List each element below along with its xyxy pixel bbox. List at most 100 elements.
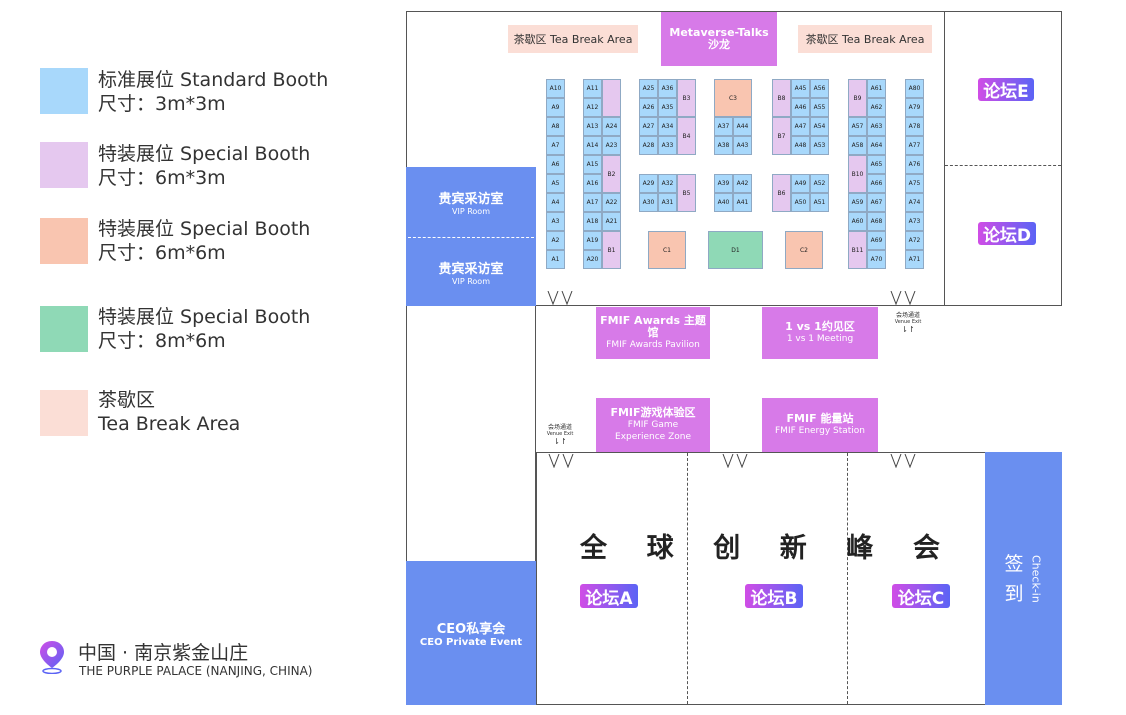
booth: A59 (848, 193, 867, 212)
vip-room-2: 贵宾采访室 VIP Room (406, 250, 536, 294)
summit-title: 全 球 创 新 峰 会 (580, 526, 940, 566)
booth: A38 (714, 136, 733, 155)
booth: A66 (867, 174, 886, 193)
game-en: FMIF Game (627, 420, 679, 430)
legend-label: 特装展位 Special Booth (98, 218, 311, 240)
booth: A51 (810, 193, 829, 212)
booth: A31 (658, 193, 677, 212)
checkin-cn: 签 (1004, 552, 1024, 575)
booth: A8 (546, 117, 565, 136)
summit-char: 会 (912, 533, 940, 564)
booth: A18 (583, 212, 602, 231)
game-en: Experience Zone (615, 432, 691, 442)
metaverse-title: Metaverse-Talks (669, 26, 769, 39)
booth: A65 (867, 155, 886, 174)
door-icon (547, 290, 573, 306)
legend-size: Tea Break Area (98, 413, 241, 435)
forum-d-label: 论坛D (978, 222, 1036, 246)
forum-b-label: 论坛B (745, 584, 803, 609)
summit-char: 全 (580, 533, 607, 564)
forum-e-label: 论坛E (978, 78, 1034, 102)
booth: A68 (867, 212, 886, 231)
metaverse-cn: 沙龙 (708, 38, 730, 51)
forum-a-label: 论坛A (580, 584, 638, 609)
booth: A54 (810, 117, 829, 136)
booth-special: C3 (714, 79, 752, 117)
booth: A13 (583, 117, 602, 136)
booth: A61 (867, 79, 886, 98)
location-cn: 中国 · 南京紫金山庄 (78, 642, 249, 664)
booth: A62 (867, 98, 886, 117)
divider (408, 237, 534, 238)
summit-hall (536, 452, 986, 705)
booth: A14 (583, 136, 602, 155)
booth: A52 (810, 174, 829, 193)
game-cn: FMIF游戏体验区 (610, 406, 696, 419)
divider (847, 453, 848, 704)
booth: A19 (583, 231, 602, 250)
booth-special: B3 (677, 79, 696, 117)
door-icon (548, 453, 574, 469)
booth-special: B4 (677, 117, 696, 155)
exit-en: Venue Exit (546, 431, 574, 437)
booth-special: B8 (772, 79, 791, 117)
booth-special: B5 (677, 174, 696, 212)
booth: A60 (848, 212, 867, 231)
legend-swatch-tea (40, 390, 88, 436)
booth: A23 (602, 136, 621, 155)
booth: A71 (905, 250, 924, 269)
booth: A35 (658, 98, 677, 117)
legend-label: 茶歇区 (98, 389, 156, 411)
booth: A47 (791, 117, 810, 136)
energy-station: FMIF 能量站 FMIF Energy Station (762, 398, 878, 452)
legend-size: 尺寸：3m*3m (98, 93, 226, 115)
booth: A63 (867, 117, 886, 136)
booth: A72 (905, 231, 924, 250)
metaverse-salon: Metaverse-Talks 沙龙 (661, 12, 777, 66)
booth: A76 (905, 155, 924, 174)
divider (945, 165, 1061, 166)
summit-char: 球 (646, 533, 674, 564)
booth-special-c2: C2 (785, 231, 823, 269)
booth-special: B11 (848, 231, 867, 269)
venue-exit-right: 会场通道 Venue Exit ⇂↾ (888, 312, 928, 334)
booth: A48 (791, 136, 810, 155)
ceo-en: CEO Private Event (419, 637, 523, 648)
booth: A32 (658, 174, 677, 193)
booth: A33 (658, 136, 677, 155)
location-en: THE PURPLE PALACE (NANJING, CHINA) (79, 664, 313, 678)
legend-swatch-special-6x6 (40, 218, 88, 264)
forum-c-label: 论坛C (892, 584, 950, 609)
booth: A16 (583, 174, 602, 193)
booth: A37 (714, 117, 733, 136)
exit-arrow-icon: ⇂↾ (553, 437, 567, 446)
booth: A28 (639, 136, 658, 155)
booth: A46 (791, 98, 810, 117)
booth: A43 (733, 136, 752, 155)
legend-swatch-special-8x6 (40, 306, 88, 352)
legend-swatch-special-6x3 (40, 142, 88, 188)
booth: A67 (867, 193, 886, 212)
legend-size: 尺寸：6m*6m (98, 242, 226, 264)
summit-char: 新 (779, 533, 807, 564)
vip-rooms (406, 167, 536, 306)
awards-pavilion: FMIF Awards 主题馆 FMIF Awards Pavilion (596, 307, 710, 359)
vip-room-1: 贵宾采访室 VIP Room (406, 180, 536, 224)
booth: A12 (583, 98, 602, 117)
booth: A80 (905, 79, 924, 98)
booth: A77 (905, 136, 924, 155)
door-icon (890, 453, 916, 469)
vip-room-cn: 贵宾采访室 (438, 192, 504, 207)
booth-special (602, 79, 621, 117)
tea-break-left: 茶歇区 Tea Break Area (508, 25, 638, 53)
booth-special: B1 (602, 231, 621, 269)
booth: A50 (791, 193, 810, 212)
booth: A15 (583, 155, 602, 174)
booth: A56 (810, 79, 829, 98)
exit-cn: 会场通道 (547, 424, 572, 431)
booth: A53 (810, 136, 829, 155)
booth: A75 (905, 174, 924, 193)
exit-en: Venue Exit (894, 319, 922, 325)
booth: A58 (848, 136, 867, 155)
booth: A73 (905, 212, 924, 231)
